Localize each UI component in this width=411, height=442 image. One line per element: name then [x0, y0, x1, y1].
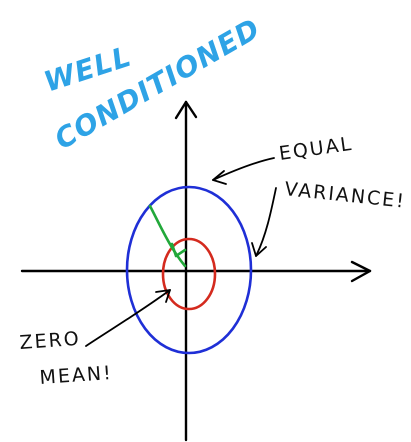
zero-label: ZERO: [19, 328, 82, 354]
inner-circle-zero-mean: [161, 237, 217, 311]
zero-mean-arrow: [85, 289, 171, 347]
variance-arrow: [255, 187, 277, 257]
mean-label: MEAN!: [39, 362, 114, 389]
equal-variance-note: EQUAL VARIANCE!: [212, 133, 407, 257]
zero-mean-note: ZERO MEAN!: [19, 289, 171, 389]
mean-shift-arrow: [148, 204, 187, 268]
equal-arrowhead: [212, 170, 227, 185]
title-group: WELL CONDITIONED: [40, 12, 266, 156]
x-axis-arrowhead: [350, 260, 372, 283]
variance-label: VARIANCE!: [283, 178, 406, 213]
zero-mean-arrowhead: [155, 289, 171, 303]
mean-shift-arrow-line: [148, 204, 187, 268]
variance-arrowhead: [251, 242, 267, 257]
y-axis-arrowhead: [174, 100, 198, 120]
axes: [20, 100, 372, 442]
equal-label: EQUAL: [278, 133, 355, 165]
mean-shift-arrowhead: [170, 242, 187, 258]
outer-circle-equal-variance: [125, 185, 253, 355]
equal-arrow: [212, 157, 275, 181]
